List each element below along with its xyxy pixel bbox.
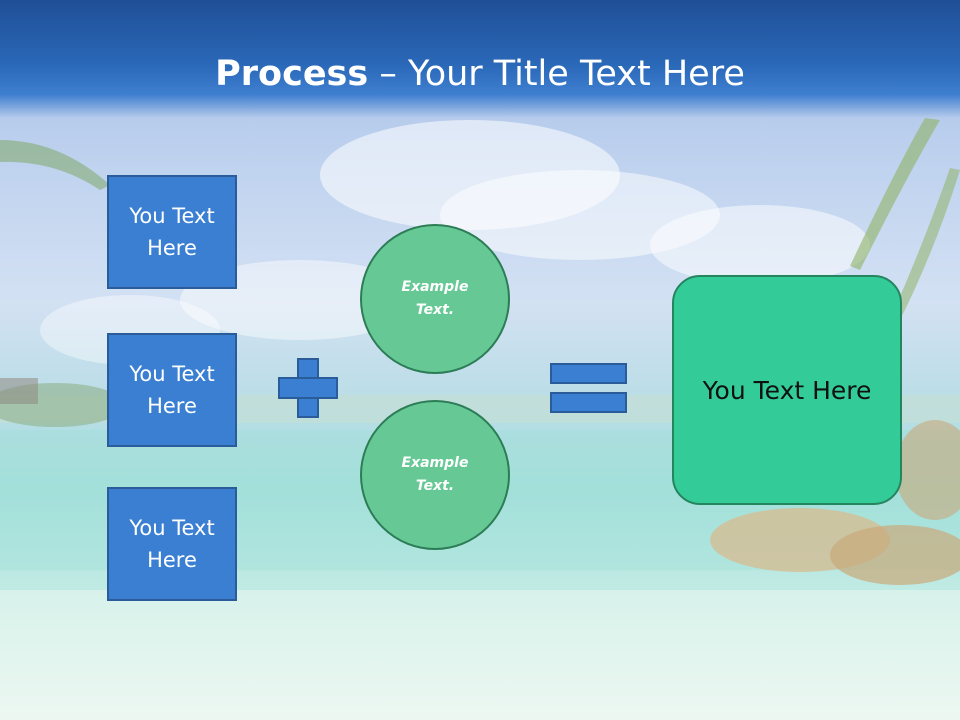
title-rest-part: – Your Title Text Here [368, 54, 745, 94]
title-bar [0, 0, 960, 118]
input-box-1-line2: Here [147, 236, 197, 260]
result-box[interactable]: You Text Here [672, 275, 902, 505]
input-box-3-line2: Here [147, 548, 197, 572]
example-circle-1-line1: Example [401, 279, 469, 295]
input-box-3-line1: You Text [129, 516, 215, 540]
example-circle-2-line2: Text. [415, 478, 455, 494]
input-box-2-line2: Here [147, 394, 197, 418]
example-circle-1-line2: Text. [415, 302, 455, 318]
example-circle-2-line1: Example [401, 455, 469, 471]
slide-title: Process – Your Title Text Here [0, 52, 960, 96]
input-box-1-line1: You Text [129, 204, 215, 228]
title-bold-part: Process [215, 54, 369, 94]
result-label: You Text Here [702, 375, 872, 405]
input-box-2-line1: You Text [129, 362, 215, 386]
